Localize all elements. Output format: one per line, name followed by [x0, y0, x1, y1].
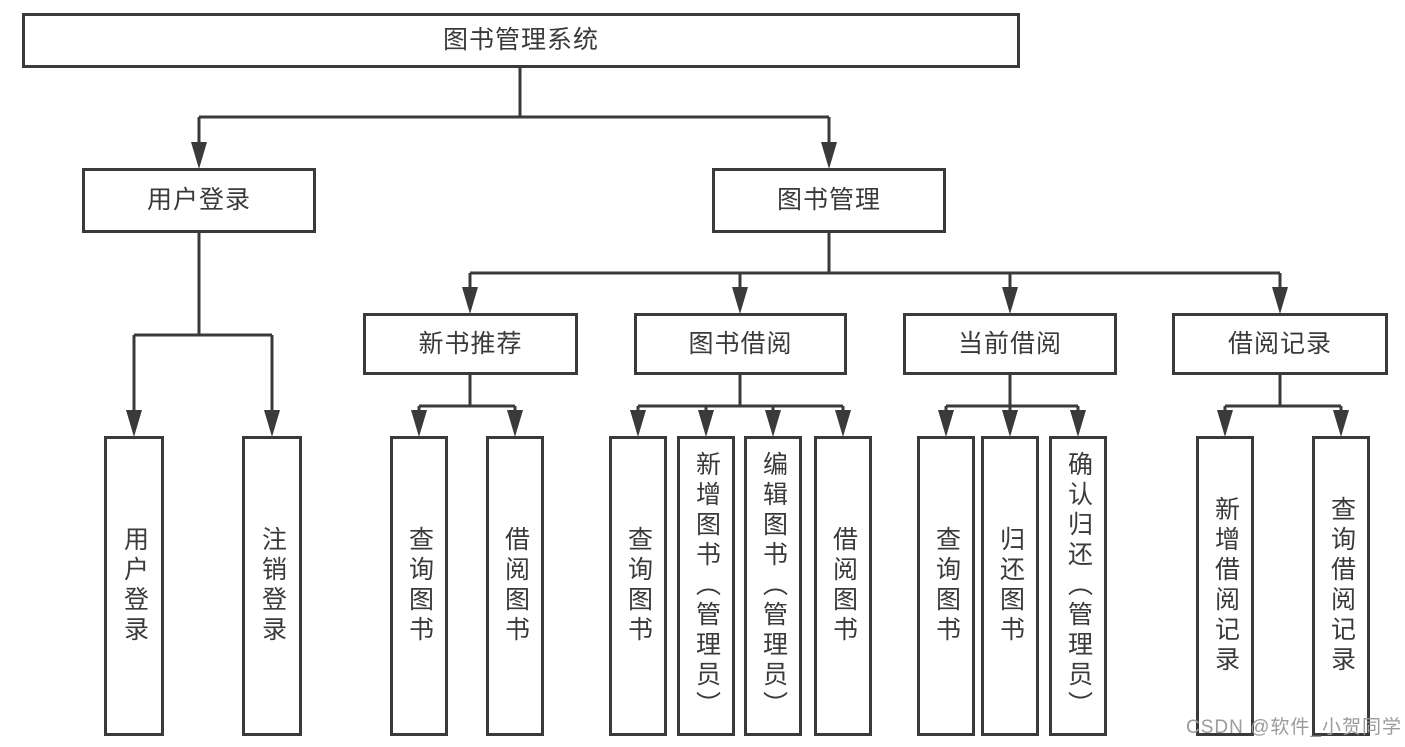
connector-book-management [462, 233, 1288, 314]
node-user-login: 用户登录 [82, 168, 316, 233]
leaf-borrow-books: 借阅图书 [814, 436, 872, 736]
leaf-edit-book-admin: 编辑图书（管理员） [744, 436, 802, 736]
node-book-management: 图书管理 [712, 168, 946, 233]
connector-user-login [126, 233, 280, 437]
leaf-logout: 注销登录 [242, 436, 302, 736]
connector-book-borrowing [630, 375, 851, 437]
leaf-borrow-books-recommend: 借阅图书 [486, 436, 544, 736]
connector-borrow-records [1217, 375, 1349, 437]
leaf-add-book-admin: 新增图书（管理员） [677, 436, 735, 736]
node-new-book-recommend: 新书推荐 [363, 313, 578, 375]
connector-current-borrowing [938, 375, 1086, 437]
leaf-query-books-current: 查询图书 [917, 436, 975, 736]
connector-new-book-recommend [411, 375, 523, 437]
connector-root [191, 68, 837, 169]
csdn-watermark: CSDN @软件_小贺同学 [1186, 717, 1402, 738]
leaf-add-borrow-record: 新增借阅记录 [1196, 436, 1254, 736]
leaf-return-books: 归还图书 [981, 436, 1039, 736]
leaf-query-borrow-record: 查询借阅记录 [1312, 436, 1370, 736]
node-current-borrowing: 当前借阅 [903, 313, 1117, 375]
node-borrow-records: 借阅记录 [1172, 313, 1388, 375]
node-root: 图书管理系统 [22, 13, 1020, 68]
leaf-confirm-return-admin: 确认归还（管理员） [1049, 436, 1107, 736]
node-book-borrowing: 图书借阅 [634, 313, 847, 375]
leaf-user-login: 用户登录 [104, 436, 164, 736]
leaf-query-books-borrowing: 查询图书 [609, 436, 667, 736]
leaf-query-books-recommend: 查询图书 [390, 436, 448, 736]
